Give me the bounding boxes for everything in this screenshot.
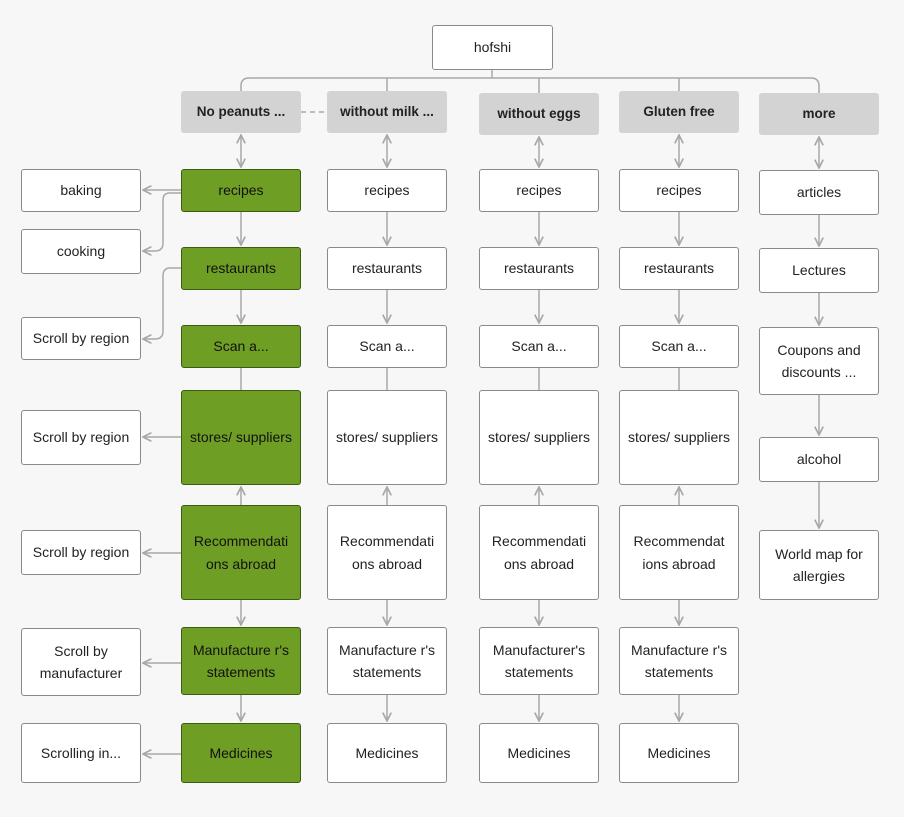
column-header-more: more [759, 93, 879, 135]
node-gluten-free-recommendations: Recommendat ions abroad [619, 505, 739, 600]
node-more-lectures: Lectures [759, 248, 879, 293]
node-no-peanuts-stores: stores/ suppliers [181, 390, 301, 485]
node-no-peanuts-recipes: recipes [181, 169, 301, 212]
side-arrow-cooking [143, 192, 181, 251]
column-header-without-eggs: without eggs [479, 93, 599, 135]
node-no-peanuts-recommendations: Recommendati ons abroad [181, 505, 301, 600]
node-gluten-free-restaurants: restaurants [619, 247, 739, 290]
node-without-milk-recommendations: Recommendati ons abroad [327, 505, 447, 600]
node-no-peanuts-restaurants: restaurants [181, 247, 301, 290]
node-more-world-map: World map for allergies [759, 530, 879, 600]
node-no-peanuts-medicines: Medicines [181, 723, 301, 783]
side-node-scroll-by-region-restaurants: Scroll by region [21, 317, 141, 360]
side-node-scroll-by-region-abroad: Scroll by region [21, 530, 141, 575]
node-without-milk-manufacturer: Manufacture r's statements [327, 627, 447, 695]
node-without-eggs-recipes: recipes [479, 169, 599, 212]
node-more-coupons: Coupons and discounts ... [759, 327, 879, 395]
node-without-eggs-restaurants: restaurants [479, 247, 599, 290]
side-node-cooking: cooking [21, 229, 141, 274]
node-without-milk-restaurants: restaurants [327, 247, 447, 290]
side-node-baking: baking [21, 169, 141, 212]
root-node: hofshi [432, 25, 553, 70]
node-without-milk-recipes: recipes [327, 169, 447, 212]
node-more-articles: articles [759, 170, 879, 215]
root-bar [240, 77, 820, 93]
node-gluten-free-medicines: Medicines [619, 723, 739, 783]
node-gluten-free-manufacturer: Manufacture r's statements [619, 627, 739, 695]
node-without-eggs-stores: stores/ suppliers [479, 390, 599, 485]
node-no-peanuts-scan: Scan a... [181, 325, 301, 368]
side-node-scrolling-in: Scrolling in... [21, 723, 141, 783]
side-node-scroll-by-manufacturer: Scroll by manufacturer [21, 628, 141, 696]
node-without-eggs-scan: Scan a... [479, 325, 599, 368]
side-arrow-scroll-region-1 [143, 267, 181, 339]
column-header-no-peanuts: No peanuts ... [181, 91, 301, 133]
node-gluten-free-recipes: recipes [619, 169, 739, 212]
side-node-scroll-by-region-stores: Scroll by region [21, 410, 141, 465]
node-no-peanuts-manufacturer: Manufacture r's statements [181, 627, 301, 695]
node-without-eggs-recommendations: Recommendati ons abroad [479, 505, 599, 600]
node-without-milk-scan: Scan a... [327, 325, 447, 368]
column-header-without-milk: without milk ... [327, 91, 447, 133]
node-gluten-free-stores: stores/ suppliers [619, 390, 739, 485]
node-gluten-free-scan: Scan a... [619, 325, 739, 368]
column-header-gluten-free: Gluten free [619, 91, 739, 133]
node-without-milk-medicines: Medicines [327, 723, 447, 783]
node-without-eggs-medicines: Medicines [479, 723, 599, 783]
node-more-alcohol: alcohol [759, 437, 879, 482]
node-without-milk-stores: stores/ suppliers [327, 390, 447, 485]
node-without-eggs-manufacturer: Manufacturer's statements [479, 627, 599, 695]
